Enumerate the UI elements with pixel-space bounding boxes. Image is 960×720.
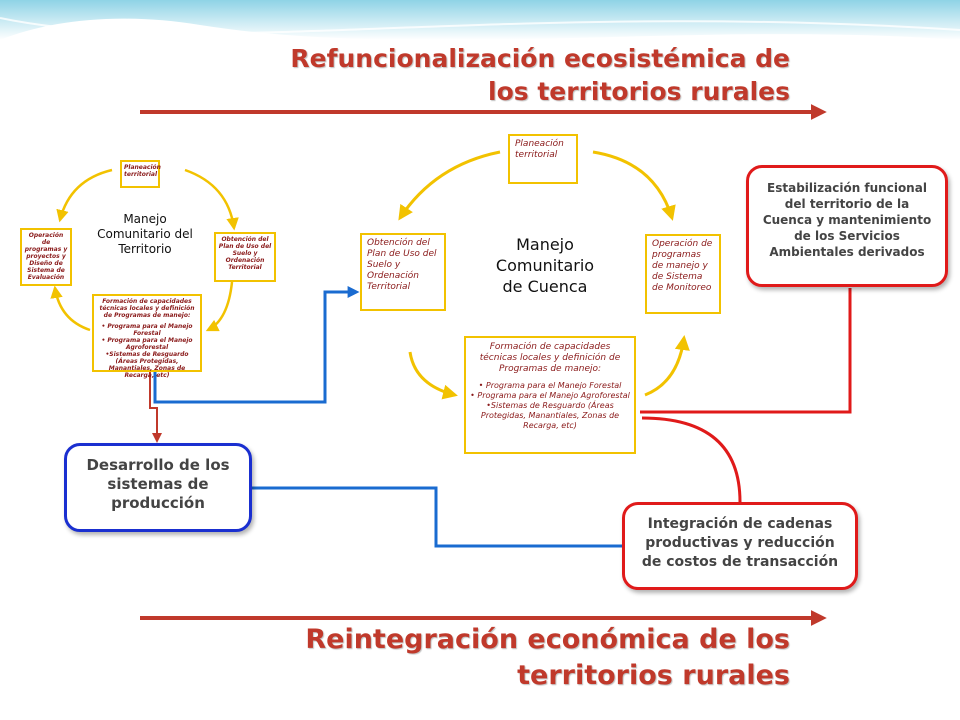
list-item: • Programa para el Manejo Forestal	[478, 381, 622, 390]
red-connector-estabilizacion	[640, 288, 852, 414]
blue-connector-bottom	[252, 486, 622, 548]
small-formacion-title: Formación de capacidades técnicas locale…	[99, 298, 195, 319]
title-top: Refuncionalización ecosistémica de los t…	[290, 44, 790, 106]
small-formacion-box: Formación de capacidades técnicas locale…	[92, 294, 202, 379]
list-item: • Programa para el Manejo Agroforestal	[101, 337, 193, 351]
large-formacion-title: Formación de capacidades técnicas locale…	[479, 342, 621, 374]
list-item: • Programa para el Manejo Agroforestal	[470, 391, 630, 400]
small-formacion-list: • Programa para el Manejo Forestal • Pro…	[96, 323, 198, 379]
estabilizacion-text: Estabilización funcional del territorio …	[762, 181, 932, 259]
large-cycle-center: Manejo Comunitario de Cuenca	[495, 235, 595, 296]
small-cycle-center: Manejo Comunitario del Territorio	[97, 212, 193, 256]
small-cycle-arrows	[50, 168, 239, 332]
list-item: • Programa para el Manejo Forestal	[101, 323, 193, 337]
large-planeacion-box: Planeación territorial	[508, 134, 578, 184]
title-bottom: Reintegración económica de los territori…	[305, 624, 790, 691]
integracion-box: Integración de cadenas productivas y red…	[622, 502, 858, 590]
red-connector-integracion	[641, 416, 742, 503]
integracion-text: Integración de cadenas productivas y red…	[641, 516, 839, 570]
large-obtencion-box: Obtención del Plan de Uso del Suelo y Or…	[360, 233, 446, 311]
blue-connector-top	[153, 286, 360, 404]
header-wave	[0, 0, 960, 40]
large-cycle-arrows	[398, 150, 690, 400]
small-operacion-box: Operación de programas y proyectos y Dis…	[20, 228, 72, 286]
estabilizacion-box: Estabilización funcional del territorio …	[746, 165, 948, 287]
small-planeacion-box: Planeación territorial	[120, 160, 161, 188]
list-item: •Sistemas de Resguardo (Áreas Protegidas…	[105, 351, 189, 379]
list-item: •Sistemas de Resguardo (Áreas Protegidas…	[480, 401, 620, 430]
desarrollo-text: Desarrollo de los sistemas de producción	[86, 456, 230, 512]
large-formacion-list: • Programa para el Manejo Forestal • Pro…	[470, 381, 630, 431]
red-connector-small	[149, 372, 162, 443]
desarrollo-box: Desarrollo de los sistemas de producción	[64, 443, 252, 532]
large-formacion-box: Formación de capacidades técnicas locale…	[464, 336, 636, 454]
large-operacion-box: Operación de programas de manejo y de Si…	[645, 234, 721, 314]
small-obtencion-box: Obtención del Plan de Uso del Suelo y Or…	[214, 232, 276, 282]
